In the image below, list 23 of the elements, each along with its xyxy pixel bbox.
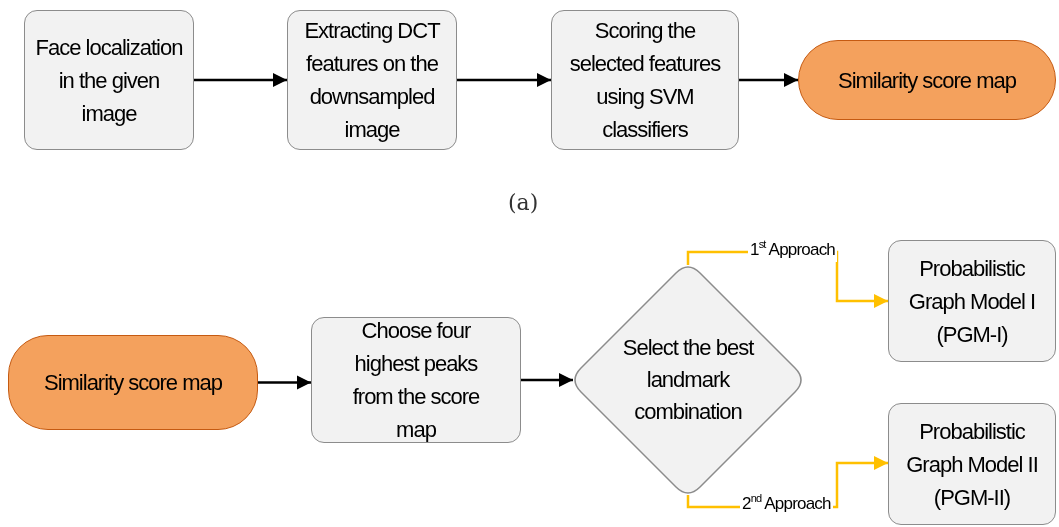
subfigure-caption: (a) — [508, 190, 539, 215]
terminal-pill — [8, 335, 258, 430]
node-label: Similarity score map — [43, 369, 222, 397]
node-label: Scoring the selected features using SVM classifiers — [568, 17, 722, 144]
arrow — [194, 73, 287, 87]
node-label: Select the best landmark combination — [621, 334, 755, 426]
process-box — [287, 10, 457, 150]
arrow — [258, 375, 311, 390]
node-label: Choose four highest peaks from the score map — [351, 317, 481, 444]
process-box — [551, 10, 739, 150]
node-label: Similarity score map — [837, 66, 1016, 95]
process-box — [311, 317, 521, 443]
process-box — [888, 240, 1056, 362]
arrow — [739, 73, 798, 87]
node-label: Face localization in the given image — [34, 33, 184, 128]
arrow — [457, 73, 551, 87]
node-label: Extracting DCT features on the downsampled image — [303, 17, 442, 144]
process-box — [24, 10, 194, 150]
arrow — [521, 373, 573, 387]
node-label: Probabilistic Graph Model II (PGM-II) — [905, 417, 1039, 512]
node-label: Probabilistic Graph Model I (PGM-I) — [907, 254, 1037, 349]
edge-label: 1$^{st}$ Approach — [748, 238, 837, 262]
process-box — [888, 403, 1056, 525]
